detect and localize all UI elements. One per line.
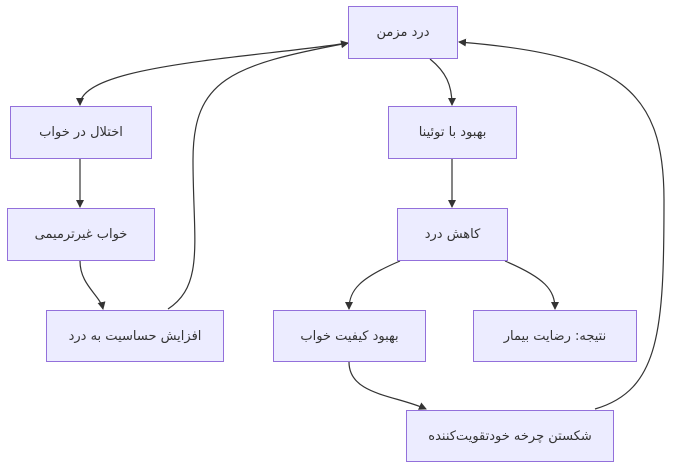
node-patient-satisfaction: نتیجه: رضایت بیمار xyxy=(473,310,637,362)
node-break-cycle: شکستن چرخه خودتقویت‌کننده xyxy=(406,410,614,462)
node-improve-tuina: بهبود با توئینا xyxy=(388,106,517,159)
edge-pain-reduction-to-patient-satisfaction xyxy=(504,260,559,310)
edge-pain-sensitivity-to-chronic-pain xyxy=(167,40,349,310)
edge-sleep-quality-to-break-cycle xyxy=(348,361,427,410)
edge-break-cycle-to-chronic-pain xyxy=(458,38,665,410)
node-chronic-pain: درد مزمن xyxy=(348,6,458,59)
edge-pain-reduction-to-sleep-quality xyxy=(345,260,401,310)
edge-chronic-pain-to-sleep-disorder xyxy=(76,42,349,106)
node-sleep-quality: بهبود کیفیت خواب xyxy=(273,310,426,362)
edge-chronic-pain-to-improve-tuina xyxy=(429,58,456,106)
node-nonrestorative-sleep: خواب غیرترمیمی xyxy=(7,208,155,261)
edge-nonrestorative-sleep-to-pain-sensitivity xyxy=(79,260,106,310)
node-pain-sensitivity: افزایش حساسیت به درد xyxy=(46,310,224,362)
node-pain-reduction: کاهش درد xyxy=(397,208,508,261)
node-sleep-disorder: اختلال در خواب xyxy=(10,106,152,159)
